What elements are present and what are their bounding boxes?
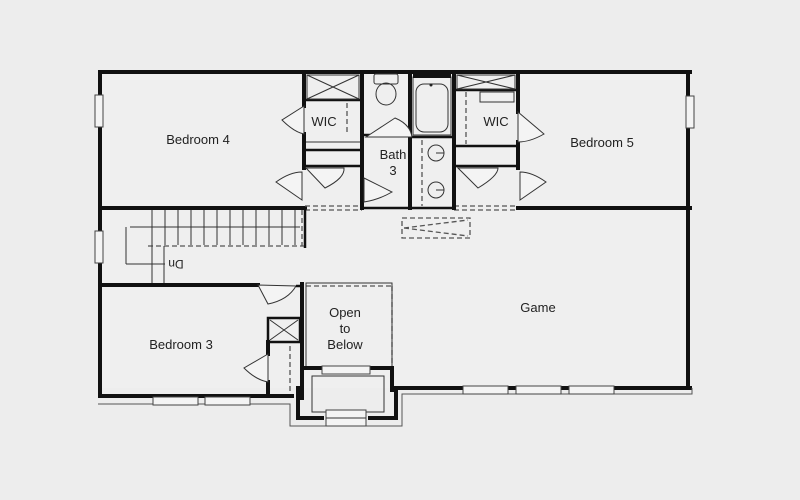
attic-access-icon <box>401 217 471 239</box>
wic-right-walls <box>454 70 547 201</box>
room-label-bedroom5: Bedroom 5 <box>570 135 634 150</box>
room-label-open-to-below: Open to Below <box>327 305 363 352</box>
wic-left-walls <box>275 70 364 210</box>
room-label-bedroom3: Bedroom 3 <box>149 337 213 352</box>
room-label-bath3: Bath 3 <box>379 147 407 178</box>
staircase[interactable] <box>125 208 307 285</box>
stairs-down-label: Dn <box>168 257 184 271</box>
room-label-wic-right: WIC <box>483 114 509 129</box>
room-label-wic-left: WIC <box>311 114 337 129</box>
room-label-bedroom4: Bedroom 4 <box>166 132 230 147</box>
windows <box>94 94 695 406</box>
bath3-walls <box>362 70 456 210</box>
bedroom3-walls <box>98 282 304 400</box>
stair-treads <box>164 210 296 245</box>
open-to-below <box>296 282 398 427</box>
room-label-game: Game <box>520 300 556 315</box>
